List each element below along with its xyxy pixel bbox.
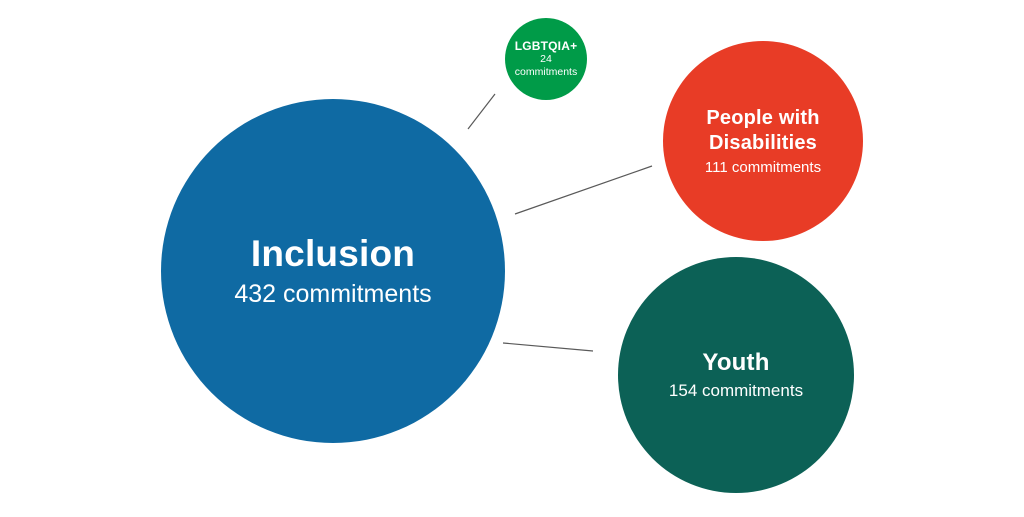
connector-line	[502, 342, 594, 352]
bubble-youth-count: 154 commitments	[668, 380, 804, 400]
bubble-people-with-disabilities: People with Disabilities 111 commitments	[663, 41, 863, 241]
connector-line	[514, 165, 653, 215]
bubble-pwd-label-line1: People with	[706, 107, 820, 129]
bubble-lgbtqia-count-number: 24	[540, 53, 552, 66]
bubble-lgbtqia-label: LGBTQIA+	[514, 38, 578, 53]
bubble-lgbtqia-count-unit: commitments	[514, 66, 578, 79]
bubble-inclusion: Inclusion 432 commitments	[161, 99, 505, 443]
connector-line	[467, 93, 496, 130]
bubble-lgbtqia: LGBTQIA+ 24 commitments	[505, 18, 587, 100]
bubble-youth: Youth 154 commitments	[618, 257, 854, 493]
bubble-pwd-count: 111 commitments	[704, 159, 822, 176]
bubble-youth-label: Youth	[702, 349, 770, 377]
bubble-pwd-label-line2: Disabilities	[708, 132, 817, 154]
bubble-lgbtqia-count: 24 commitments	[515, 53, 577, 79]
bubble-pwd-label: People with Disabilities	[706, 106, 819, 156]
bubble-inclusion-count: 432 commitments	[234, 279, 432, 308]
bubble-inclusion-label: Inclusion	[250, 233, 416, 275]
